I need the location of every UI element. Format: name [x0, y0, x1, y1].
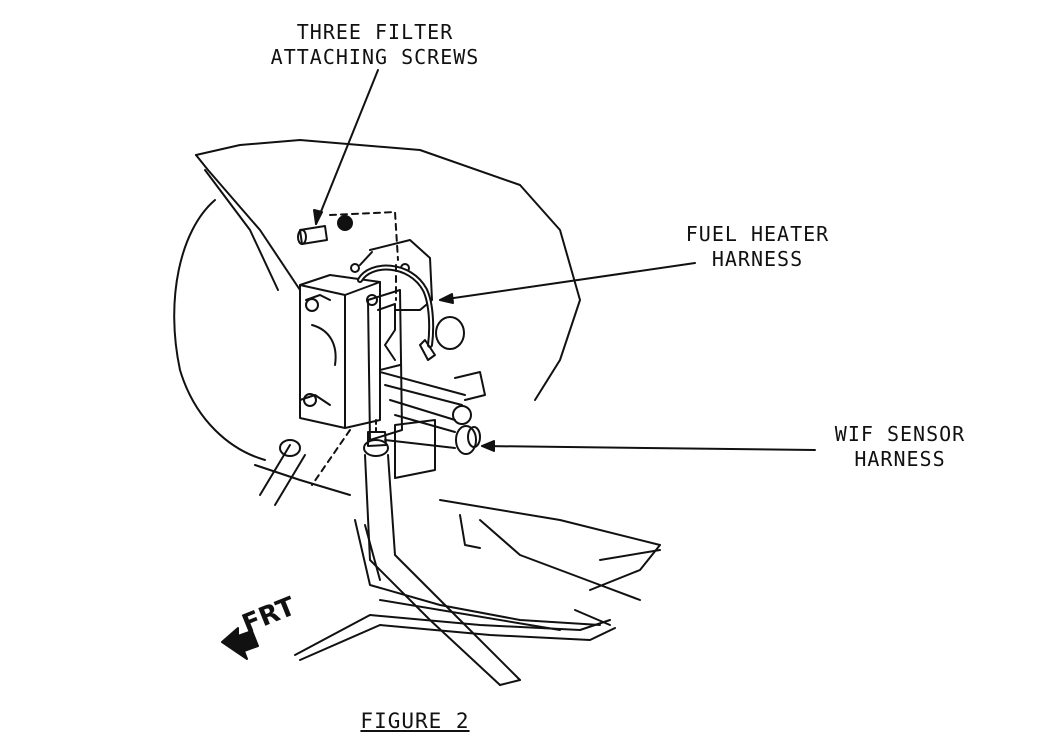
fuel-lines — [259, 419, 521, 686]
leader-lines — [313, 69, 816, 452]
fuel-filter-body — [299, 274, 381, 429]
front-arrow-icon — [221, 627, 259, 660]
wif-sensor-harness — [379, 371, 486, 455]
screws-leader-arrow — [315, 69, 379, 225]
screws-label: THREE FILTER ATTACHING SCREWS — [270, 20, 480, 69]
frame-rail — [294, 519, 616, 661]
attaching-screws — [297, 211, 399, 301]
engine-outline — [173, 139, 661, 601]
fuel-heater-label: FUEL HEATER HARNESS — [685, 222, 830, 271]
heater-leader-arrow — [439, 262, 696, 301]
filter-head — [366, 289, 403, 441]
figure-caption: FIGURE 2 — [360, 709, 470, 733]
wif-sensor-label: WIF SENSOR HARNESS — [834, 422, 966, 471]
fuel-heater-harness — [357, 264, 465, 361]
wif-leader-arrow — [481, 445, 816, 451]
